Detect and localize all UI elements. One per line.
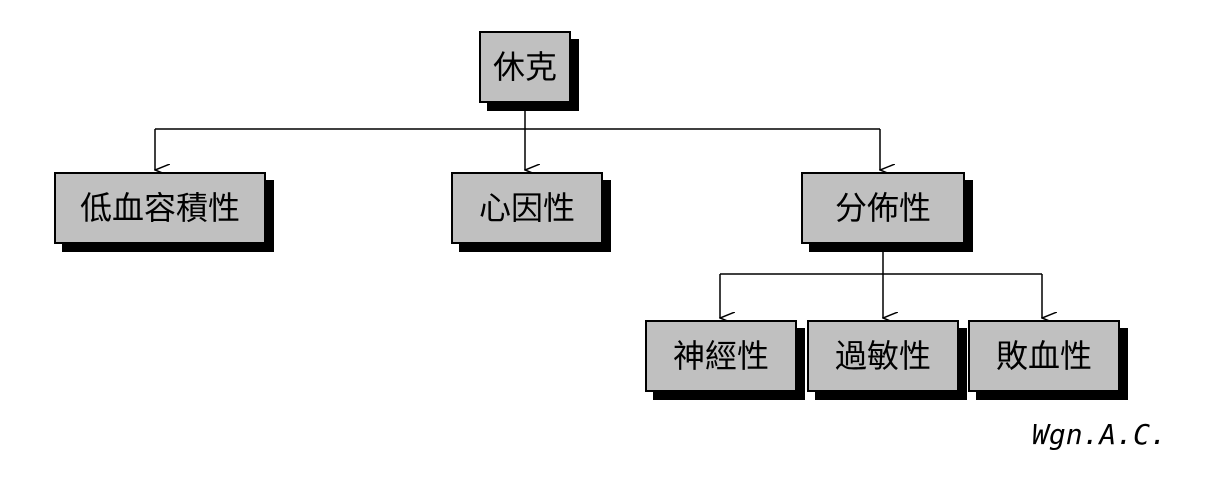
node-anaphylactic: 過敏性: [807, 320, 959, 392]
node-distributive-label: 分佈性: [834, 189, 931, 227]
root-node-label: 休克: [492, 48, 557, 86]
root-node-shock: 休克: [479, 31, 571, 103]
node-septic-label: 敗血性: [995, 337, 1092, 375]
node-hypovolemic-label: 低血容積性: [79, 189, 240, 227]
node-septic: 敗血性: [968, 320, 1120, 392]
node-cardiogenic: 心因性: [451, 172, 603, 244]
author-signature: Wgn.A.C.: [1032, 418, 1167, 451]
node-distributive: 分佈性: [801, 172, 965, 244]
node-neurogenic: 神經性: [645, 320, 797, 392]
node-neurogenic-label: 神經性: [672, 337, 769, 375]
node-anaphylactic-label: 過敏性: [834, 337, 931, 375]
node-hypovolemic: 低血容積性: [54, 172, 266, 244]
node-cardiogenic-label: 心因性: [478, 189, 575, 227]
